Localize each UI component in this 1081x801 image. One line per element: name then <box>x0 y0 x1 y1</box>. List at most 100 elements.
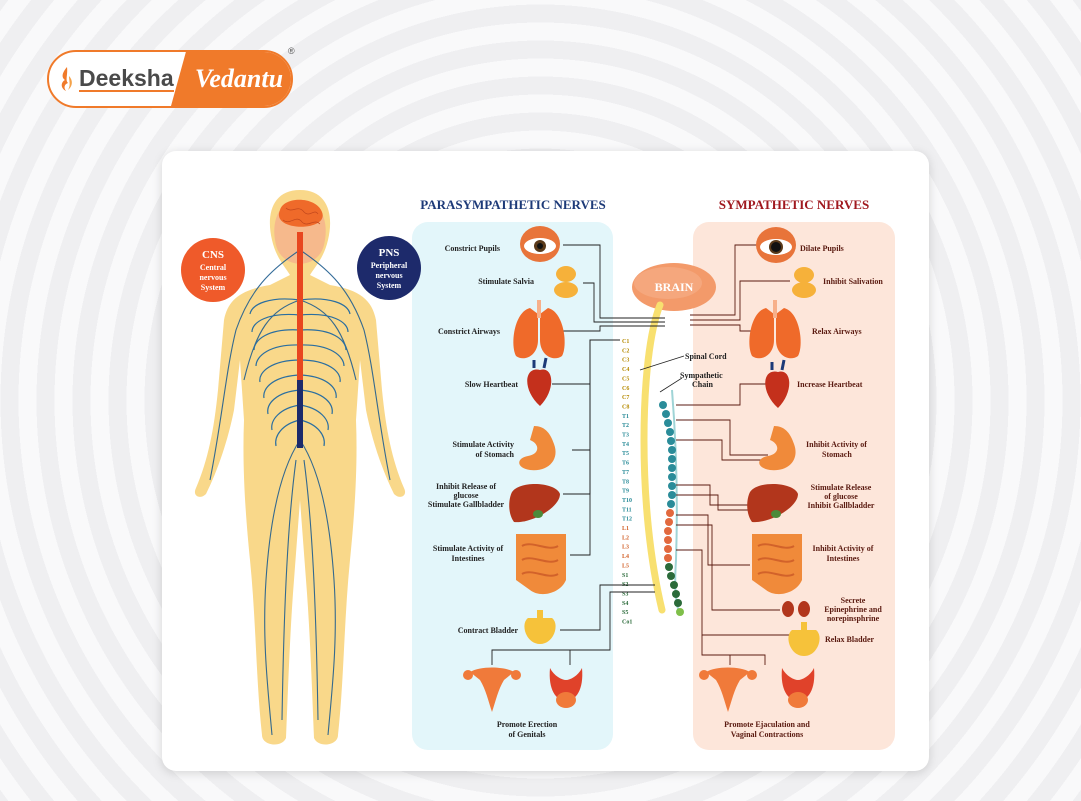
label-para-glucose-1: Inhibit Release of <box>436 482 496 491</box>
sympathetic-connections <box>676 244 790 665</box>
logo-deeksha-text: Deeksha <box>79 65 174 92</box>
registered-mark: ® <box>288 46 295 56</box>
spinal-cord-label: Spinal Cord <box>685 352 727 361</box>
symp-eye-icon <box>756 227 796 263</box>
label-symp-glucose-3: Inhibit Gallbladder <box>808 501 875 510</box>
vertebra-label: L4 <box>622 554 629 560</box>
brand-logo[interactable]: Deeksha Vedantu <box>47 50 293 108</box>
label-secrete-1: Secrete <box>841 596 866 605</box>
vertebra-label: T1 <box>622 414 629 420</box>
label-ejac-2: Vaginal Contractions <box>731 730 803 739</box>
symp-lungs-icon <box>749 300 801 359</box>
label-secrete-3: norepinsphrine <box>827 614 880 623</box>
vertebra-label: T2 <box>622 423 629 429</box>
label-para-stomach-2: of Stomach <box>476 450 515 459</box>
brain-label: BRAIN <box>655 280 694 294</box>
label-slow-heartbeat: Slow Heartbeat <box>465 380 518 389</box>
cns-badge <box>181 238 245 302</box>
sympathetic-chain-label-2: Chain <box>692 380 713 389</box>
vertebra-label: C1 <box>622 339 629 345</box>
vertebra-label: T5 <box>622 451 629 457</box>
cns-line2: nervous <box>199 273 226 282</box>
symp-salivary-gland-icon <box>792 267 816 298</box>
label-para-intestines-2: Intestines <box>452 554 485 563</box>
logo-vedantu-text: Vedantu <box>194 64 284 93</box>
vertebra-label: C8 <box>622 404 629 410</box>
cns-title: CNS <box>202 249 224 261</box>
human-body <box>194 190 406 745</box>
vertebra-label: T9 <box>622 489 629 495</box>
label-symp-stomach-1: Inhibit Activity of <box>806 440 867 449</box>
pns-line3: System <box>377 281 402 290</box>
spinal-cord-shape <box>640 301 666 614</box>
label-ejac-1: Promote Ejaculation and <box>724 720 810 729</box>
symp-adrenal-kidney-icon <box>782 601 810 617</box>
label-para-glucose-3: Stimulate Gallbladder <box>428 500 505 509</box>
para-female-reproductive-icon <box>463 667 521 712</box>
pns-line1: Peripheral <box>371 261 408 270</box>
para-eye-icon <box>520 226 560 262</box>
vertebra-label: L2 <box>622 535 629 541</box>
sympathetic-panel <box>693 222 895 750</box>
pns-title: PNS <box>379 247 400 259</box>
vertebra-label: T4 <box>622 442 629 448</box>
pns-badge <box>357 236 421 300</box>
vertebra-label: L5 <box>622 563 629 569</box>
sympathetic-chain <box>659 401 684 616</box>
label-relax-bladder: Relax Bladder <box>825 635 875 644</box>
parasympathetic-connections <box>491 244 665 665</box>
label-increase-heartbeat: Increase Heartbeat <box>797 380 863 389</box>
vertebra-label: C6 <box>622 386 629 392</box>
label-symp-intestines-2: Intestines <box>827 554 860 563</box>
label-para-glucose-2: glucose <box>454 491 479 500</box>
label-erection-1: Promote Erection <box>497 720 558 729</box>
para-salivary-gland-icon <box>554 266 578 298</box>
vertebra-label: C2 <box>622 348 629 354</box>
sympathetic-title: SYMPATHETIC NERVES <box>719 197 869 212</box>
vertebra-label: S3 <box>622 592 628 598</box>
vertebra-label: T3 <box>622 433 629 439</box>
para-male-reproductive-icon <box>549 668 583 708</box>
vertebra-label: S1 <box>622 573 628 579</box>
label-dilate-pupils: Dilate Pupils <box>800 244 844 253</box>
para-liver-icon <box>509 483 560 523</box>
sympathetic-chain-label-1: Sympathetic <box>680 371 723 380</box>
flame-icon <box>61 67 72 91</box>
label-symp-glucose-2: of glucose <box>824 492 858 501</box>
vertebra-label: L1 <box>622 526 629 532</box>
vertebra-label: T8 <box>622 479 629 485</box>
symp-liver-icon <box>747 483 798 523</box>
label-secrete-2: Epinephrine and <box>824 605 882 614</box>
parasympathetic-title: PARASYMPATHETIC NERVES <box>420 197 606 212</box>
vertebra-label: T11 <box>622 507 632 513</box>
vertebra-label: T10 <box>622 498 632 504</box>
symp-intestines-icon <box>752 534 802 595</box>
vertebra-label: S4 <box>622 601 628 607</box>
label-constrict-airways: Constrict Airways <box>438 327 500 336</box>
label-relax-airways: Relax Airways <box>812 327 862 336</box>
para-heart-icon <box>527 357 552 406</box>
label-symp-intestines-1: Inhibit Activity of <box>813 544 874 553</box>
vertebra-label: T12 <box>622 517 632 523</box>
vertebra-label: T6 <box>622 461 629 467</box>
vertebra-label: T7 <box>622 470 629 476</box>
vertebra-label: S5 <box>622 610 628 616</box>
logo-vedantu-part: Vedantu <box>171 52 291 106</box>
label-erection-2: of Genitals <box>508 730 545 739</box>
cns-line3: System <box>201 283 226 292</box>
label-symp-glucose-1: Stimulate Release <box>811 483 872 492</box>
para-stomach-icon <box>519 426 556 471</box>
label-para-stomach-1: Stimulate Activity <box>452 440 514 449</box>
para-lungs-icon <box>513 300 565 359</box>
label-constrict-pupils: Constrict Pupils <box>445 244 500 253</box>
vertebra-label: L3 <box>622 545 629 551</box>
label-stimulate-salvia: Stimulate Salvia <box>478 277 534 286</box>
vertebra-labels: C1C2C3C4C5C6C7C8T1T2T3T4T5T6T7T8T9T10T11… <box>622 339 632 626</box>
cns-line1: Central <box>200 263 227 272</box>
vertebra-label: C4 <box>622 367 629 373</box>
symp-male-reproductive-icon <box>781 668 815 708</box>
para-intestines-icon <box>516 534 566 595</box>
symp-stomach-icon <box>759 426 796 471</box>
label-para-intestines-1: Stimulate Activity of <box>433 544 504 553</box>
